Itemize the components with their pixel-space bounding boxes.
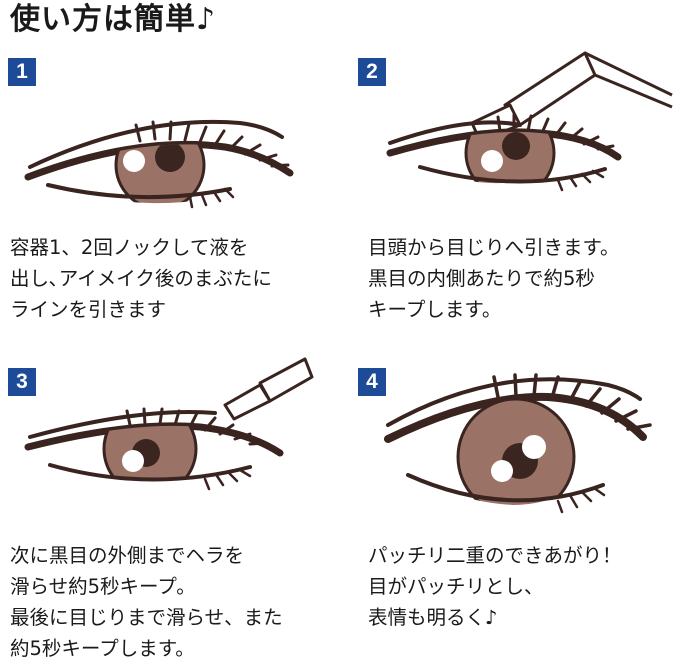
step-1-line-1: 容器1、2回ノックして液を: [10, 236, 249, 259]
step-4-line-2: 目がパッチリとし、: [368, 575, 544, 598]
step-4-caption: パッチリ二重のできあがり！ 目がパッチリとし、 表情も明るく♪: [368, 540, 622, 633]
step-3-badge: 3: [8, 368, 36, 396]
step-4-eye-illustration: [384, 373, 652, 514]
step-4-line-3: 表情も明るく♪: [368, 606, 498, 629]
page-title: 使い方は簡単♪: [10, 2, 217, 37]
step-2-badge: 2: [358, 58, 386, 86]
step-1-eye-illustration: [24, 119, 294, 209]
step-3-line-4: 約5秒キープします。: [10, 637, 195, 660]
step-3-line-1: 次に黒目の外側までヘラを: [10, 544, 245, 567]
step-3-eye-illustration: [24, 357, 314, 491]
step-1-caption: 容器1、2回ノックして液を 出し､アイメイク後のまぶたに ラインを引きます: [10, 232, 272, 325]
step-3-line-3: 最後に目じりまで滑らせ、また: [10, 606, 283, 629]
step-2-line-3: キープします。: [368, 298, 502, 321]
step-2-caption: 目頭から目じりへ引きます。 黒目の内側あたりで約5秒 キープします。: [368, 232, 620, 325]
step-4-line-1: パッチリ二重のできあがり！: [368, 544, 622, 567]
step-1-line-2: 出し､アイメイク後のまぶたに: [10, 267, 272, 290]
step-4-badge: 4: [358, 368, 386, 396]
step-2-line-2: 黒目の内側あたりで約5秒: [368, 267, 595, 290]
step-1-badge: 1: [8, 58, 36, 86]
step-2-eye-illustration: [386, 51, 673, 192]
step-1-line-3: ラインを引きます: [10, 298, 167, 321]
step-2-line-1: 目頭から目じりへ引きます。: [368, 236, 620, 259]
step-3-line-2: 滑らせ約5秒キープ。: [10, 575, 196, 598]
step-3-caption: 次に黒目の外側までヘラを 滑らせ約5秒キープ。 最後に目じりまで滑らせ、また 約…: [10, 540, 283, 664]
